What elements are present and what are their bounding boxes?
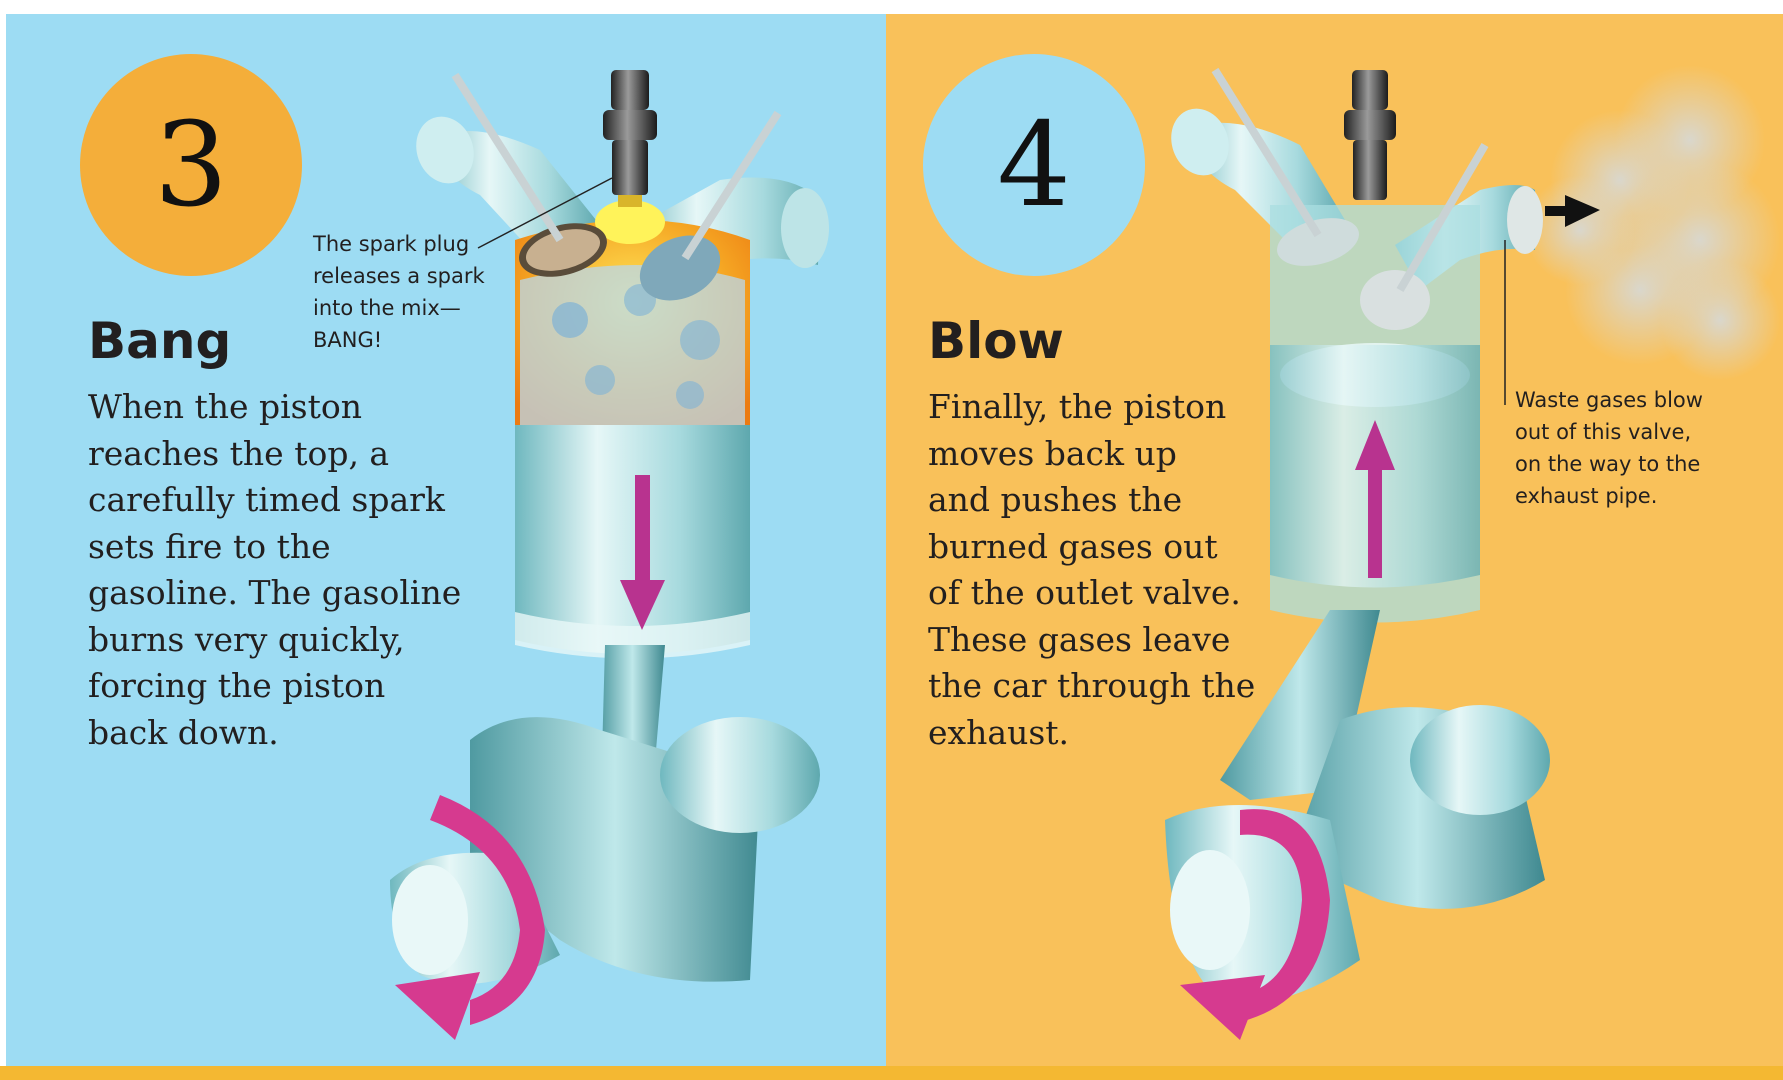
step-4-caption-line: out of this valve, [1515,420,1692,444]
step-4-title: Blow [928,312,1064,370]
step-4-caption-line: Waste gases blow [1515,388,1703,412]
step-4-body-line: the car through the [928,666,1256,705]
step-3-number: 3 [154,97,228,233]
step-4-body-line: exhaust. [928,712,1070,752]
spark-plug-icon [603,70,657,207]
step-4-number-badge: 4 [923,54,1145,276]
step-4-body-line: burned gases out [928,526,1218,566]
step-4-body-line: These gases leave [928,619,1231,659]
step-3-caption-line: releases a spark [313,264,485,288]
step-3-body-line: gasoline. The gasoline [88,573,462,612]
step-4-body-line: moves back up [928,433,1177,473]
step-3-title: Bang [88,312,232,370]
piston-down-arrow-icon [620,475,665,630]
step-3-body-line: burns very quickly, [88,619,405,659]
step-3-body: When the piston reaches the top, a caref… [88,384,461,756]
step-3-body-line: back down. [88,712,279,752]
crank-rotation-arrow-icon [1180,809,1330,1040]
step-3-body-line: When the piston [88,387,362,426]
step-4-caption: Waste gases blow out of this valve, on t… [1515,384,1703,512]
exhaust-smoke [1525,65,1780,380]
step-3-caption-line: into the mix— [313,296,461,320]
step-4-body-line: Finally, the piston [928,387,1227,426]
step-4-body-line: of the outlet valve. [928,573,1241,612]
step-3-caption-line: BANG! [313,328,383,352]
step-3-body-line: reaches the top, a [88,433,390,473]
step-3-caption-line: The spark plug [313,232,470,256]
step-3-caption: The spark plug releases a spark into the… [313,228,485,356]
piston-up-arrow-icon [1355,420,1395,578]
step-3-engine [390,70,829,1040]
crank-rotation-arrow-icon [395,795,545,1040]
bottom-strip [0,1066,1783,1080]
step-4-body: Finally, the piston moves back up and pu… [928,384,1255,756]
step-4-engine [1165,65,1780,1040]
step-3-number-badge: 3 [80,54,302,276]
step-4-body-line: and pushes the [928,480,1183,519]
step-4-number: 4 [997,97,1071,233]
step-3-body-line: sets fire to the [88,526,331,566]
spark-plug-icon [1344,70,1396,200]
step-3-body-line: carefully timed spark [88,480,445,519]
page-left-edge [0,0,6,1080]
exhaust-arrow-icon [1545,195,1600,227]
step-4-caption-line: on the way to the [1515,452,1701,476]
step-4-caption-line: exhaust pipe. [1515,484,1658,508]
step-3-body-line: forcing the piston [88,666,386,705]
